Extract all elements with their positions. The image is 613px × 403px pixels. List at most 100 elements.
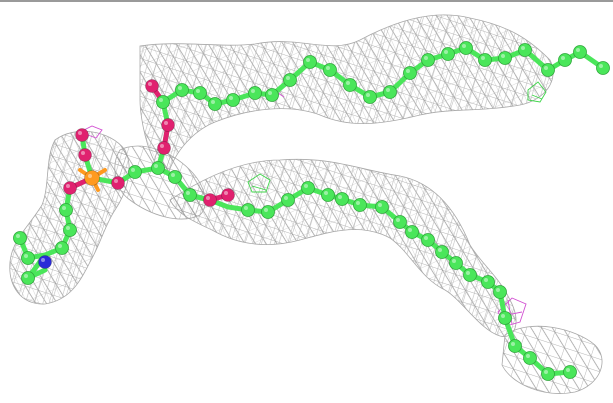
carbon-atom[interactable]	[498, 51, 512, 65]
carbon-atom[interactable]	[168, 170, 182, 184]
carbon-atom[interactable]	[405, 225, 419, 239]
carbon-atom[interactable]	[59, 203, 73, 217]
carbon-atom[interactable]	[283, 73, 297, 87]
carbon-atom[interactable]	[493, 285, 507, 299]
carbon-atom-highlight	[356, 201, 360, 205]
carbon-atom[interactable]	[498, 311, 512, 325]
carbon-atom[interactable]	[248, 86, 262, 100]
carbon-atom[interactable]	[226, 93, 240, 107]
oxygen-atom-highlight	[224, 191, 228, 195]
green-mesh-fragment-right	[527, 81, 547, 103]
carbon-atom-highlight	[304, 184, 308, 188]
carbon-atom[interactable]	[558, 53, 572, 67]
carbon-atom[interactable]	[183, 188, 197, 202]
carbon-atom-highlight	[544, 370, 548, 374]
carbon-atom[interactable]	[459, 41, 473, 55]
carbon-atom[interactable]	[463, 268, 477, 282]
oxygen-atom[interactable]	[161, 118, 175, 132]
small-mesh-fragments	[78, 81, 547, 327]
oxygen-atom[interactable]	[145, 79, 159, 93]
green-mesh-fragment-center	[247, 173, 271, 193]
carbon-atom[interactable]	[541, 63, 555, 77]
carbon-atom[interactable]	[303, 55, 317, 69]
carbon-atom[interactable]	[508, 339, 522, 353]
carbon-atom[interactable]	[363, 90, 377, 104]
carbon-atom[interactable]	[261, 205, 275, 219]
carbon-atom[interactable]	[13, 231, 27, 245]
carbon-atom[interactable]	[421, 53, 435, 67]
carbon-atom[interactable]	[541, 367, 555, 381]
carbon-atom[interactable]	[353, 198, 367, 212]
carbon-atom[interactable]	[441, 47, 455, 61]
oxygen-atom-highlight	[164, 121, 168, 125]
carbon-atom-highlight	[159, 98, 163, 102]
carbon-atom[interactable]	[21, 251, 35, 265]
nitrogen-atom[interactable]	[38, 255, 52, 269]
carbon-atom[interactable]	[478, 53, 492, 67]
carbon-atom[interactable]	[175, 83, 189, 97]
oxygen-atom[interactable]	[221, 188, 235, 202]
carbon-atom[interactable]	[21, 271, 35, 285]
carbon-atom[interactable]	[321, 188, 335, 202]
carbon-atom[interactable]	[523, 351, 537, 365]
carbon-atom[interactable]	[518, 43, 532, 57]
carbon-atom-highlight	[544, 66, 548, 70]
oxygen-atom[interactable]	[75, 128, 89, 142]
carbon-atom[interactable]	[403, 66, 417, 80]
carbon-atom[interactable]	[55, 241, 69, 255]
carbon-atom-highlight	[378, 203, 382, 207]
carbon-atom[interactable]	[375, 200, 389, 214]
carbon-atom-highlight	[16, 234, 20, 238]
carbon-atom-highlight	[338, 195, 342, 199]
oxygen-atom[interactable]	[157, 141, 171, 155]
carbon-atom[interactable]	[343, 78, 357, 92]
carbon-atom-highlight	[566, 368, 570, 372]
oxygen-atom[interactable]	[78, 148, 92, 162]
oxygen-atom[interactable]	[203, 193, 217, 207]
oxygen-atom-highlight	[160, 144, 164, 148]
carbon-atom[interactable]	[265, 88, 279, 102]
carbon-atom-highlight	[521, 46, 525, 50]
carbon-atom[interactable]	[383, 85, 397, 99]
carbon-atom[interactable]	[151, 161, 165, 175]
carbon-atom-highlight	[396, 218, 400, 222]
carbon-atom[interactable]	[335, 192, 349, 206]
carbon-atom-highlight	[346, 81, 350, 85]
carbon-atom-highlight	[444, 50, 448, 54]
carbon-atom[interactable]	[241, 203, 255, 217]
carbon-atom[interactable]	[393, 215, 407, 229]
carbon-atom-highlight	[268, 91, 272, 95]
carbon-atom[interactable]	[156, 95, 170, 109]
carbon-atom[interactable]	[63, 223, 77, 237]
carbon-atom-highlight	[211, 100, 215, 104]
carbon-atom-highlight	[481, 56, 485, 60]
carbon-atom-highlight	[251, 89, 255, 93]
phosphorus-atom-highlight	[88, 174, 92, 178]
carbon-atom-highlight	[284, 196, 288, 200]
carbon-atom[interactable]	[481, 275, 495, 289]
oxygen-atom[interactable]	[111, 176, 125, 190]
carbon-atom-highlight	[501, 314, 505, 318]
carbon-atom[interactable]	[323, 63, 337, 77]
carbon-atom[interactable]	[281, 193, 295, 207]
carbon-atom-highlight	[131, 168, 135, 172]
oxygen-atom[interactable]	[63, 181, 77, 195]
carbon-atom-highlight	[264, 208, 268, 212]
carbon-atom[interactable]	[563, 365, 577, 379]
carbon-atom[interactable]	[435, 245, 449, 259]
carbon-atom[interactable]	[193, 86, 207, 100]
phosphorus-atom[interactable]	[84, 170, 100, 186]
carbon-atom[interactable]	[128, 165, 142, 179]
carbon-atom-highlight	[154, 164, 158, 168]
carbon-atom[interactable]	[301, 181, 315, 195]
carbon-atom[interactable]	[208, 97, 222, 111]
oxygen-atom-highlight	[114, 179, 118, 183]
carbon-atom[interactable]	[573, 45, 587, 59]
carbon-atom-highlight	[244, 206, 248, 210]
carbon-atom[interactable]	[449, 256, 463, 270]
carbon-atom[interactable]	[596, 61, 610, 75]
carbon-atom[interactable]	[421, 233, 435, 247]
carbon-atom-highlight	[462, 44, 466, 48]
